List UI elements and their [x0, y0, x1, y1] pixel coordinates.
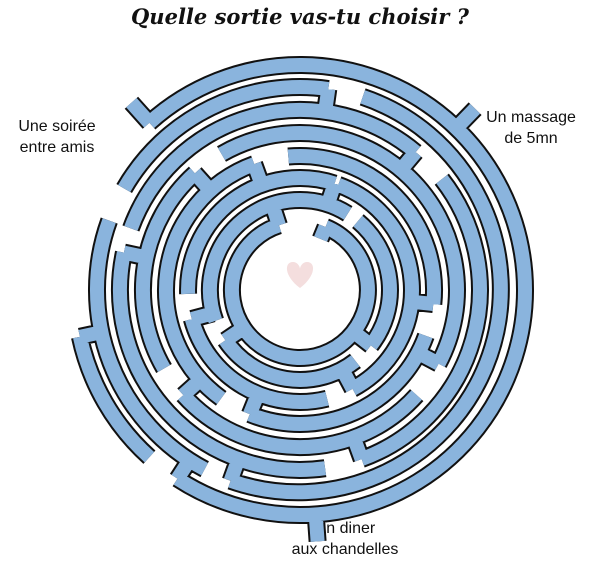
exit-label-line: entre amis — [19, 139, 95, 156]
heart-icon — [286, 262, 314, 288]
exit-label-party[interactable]: Une soirée entre amis — [4, 116, 110, 158]
exit-label-dinner[interactable]: Un diner aux chandelles — [270, 518, 420, 560]
exit-label-line: de 5mn — [504, 130, 558, 147]
maze-corridor[interactable] — [73, 58, 532, 542]
page-title: Quelle sortie vas-tu choisir ? — [131, 4, 469, 29]
maze-paths[interactable] — [71, 56, 534, 543]
exit-label-line: Un massage — [486, 109, 576, 126]
exit-label-line: Un diner — [314, 520, 376, 537]
exit-label-line: aux chandelles — [291, 541, 399, 558]
exit-label-massage[interactable]: Un massage de 5mn — [484, 107, 578, 149]
exit-label-line: Une soirée — [18, 118, 96, 135]
